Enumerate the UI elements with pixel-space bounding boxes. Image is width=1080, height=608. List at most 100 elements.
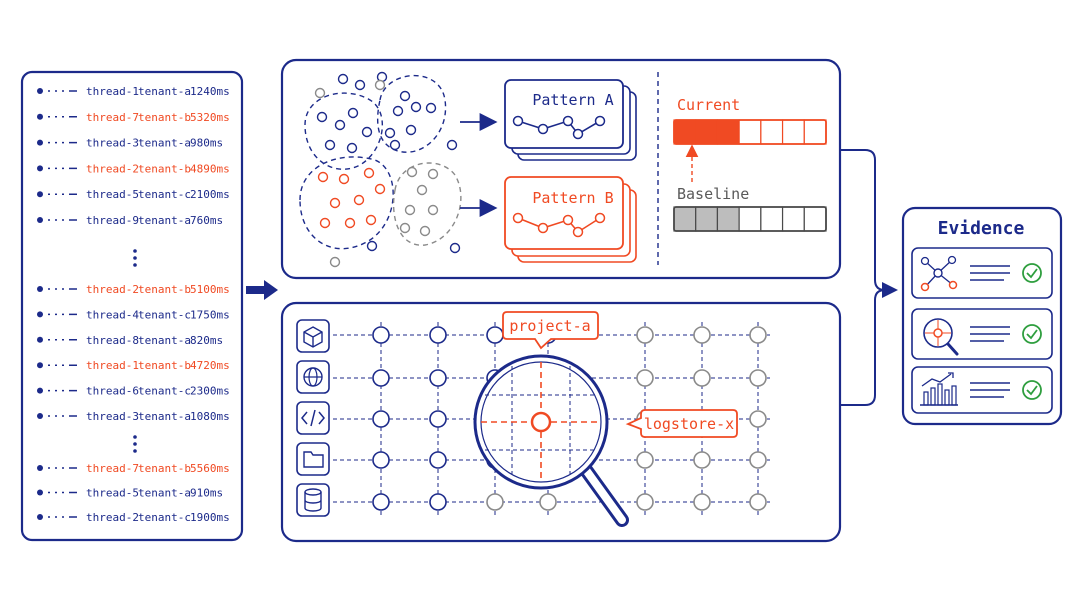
cluster-dot <box>384 127 396 139</box>
log-latency: 1750ms <box>190 308 230 321</box>
log-latency: 5560ms <box>190 462 230 475</box>
log-latency: 2100ms <box>190 188 230 201</box>
grid-node <box>486 326 504 344</box>
cluster-dot <box>427 168 439 180</box>
log-bullet <box>37 465 43 471</box>
cluster-dot <box>346 142 358 154</box>
cluster-dot <box>337 73 349 85</box>
ellipsis-2 <box>133 435 137 453</box>
log-tenant: tenant-b <box>138 111 191 124</box>
cluster-dot <box>319 217 331 229</box>
cluster-dot <box>399 222 411 234</box>
grid-node <box>372 369 390 387</box>
cluster-dot <box>353 194 365 206</box>
bar-cell <box>695 119 719 145</box>
log-latency: 820ms <box>190 334 223 347</box>
magnifier-icon <box>473 354 629 527</box>
log-tenant: tenant-b <box>138 359 191 372</box>
log-tenant: tenant-a <box>138 85 191 98</box>
folder-icon <box>296 442 330 476</box>
log-latency: 5320ms <box>190 111 230 124</box>
log-bullet <box>37 413 43 419</box>
grid-node <box>372 410 390 428</box>
cluster-dot <box>317 171 329 183</box>
bar-cell <box>803 119 827 145</box>
cluster-dot <box>399 90 411 102</box>
log-bullet <box>37 88 43 94</box>
log-bullet <box>37 113 43 120</box>
grid-node <box>429 326 447 344</box>
log-thread: thread-2 <box>86 162 139 175</box>
cluster-dot <box>374 79 386 91</box>
grid-node <box>693 326 711 344</box>
grid-node <box>693 369 711 387</box>
bar-cell <box>695 206 719 232</box>
bar-cell <box>803 206 827 232</box>
log-latency: 760ms <box>190 214 223 227</box>
log-bullet <box>37 191 43 198</box>
log-bullet <box>37 311 43 318</box>
evidence-item-3 <box>911 366 1053 414</box>
cluster-dot <box>329 256 341 268</box>
cube-icon <box>296 319 330 353</box>
evidence-item-1 <box>911 247 1053 299</box>
bar-cell <box>738 206 762 232</box>
grid-node <box>372 326 390 344</box>
log-latency: 1080ms <box>190 410 230 423</box>
project-tag: project-a <box>502 311 599 350</box>
log-bullet <box>37 165 43 172</box>
cluster-dot <box>363 167 375 179</box>
log-tenant: tenant-c <box>138 308 191 321</box>
trend-chart-icon <box>920 372 958 406</box>
grid-node <box>429 410 447 428</box>
cluster-dot <box>427 204 439 216</box>
bar-cell <box>716 206 740 232</box>
log-thread: thread-7 <box>86 111 139 124</box>
log-thread: thread-1 <box>86 359 139 372</box>
cluster-dot <box>404 204 416 216</box>
project-tag-label: project-a <box>509 317 590 335</box>
log-thread: thread-2 <box>86 283 139 296</box>
bar-cell <box>673 206 697 232</box>
cluster-dot <box>405 124 417 136</box>
grid-node <box>749 410 767 428</box>
check-icon <box>1022 324 1042 344</box>
bar-cell <box>760 119 784 145</box>
grid-node <box>749 451 767 469</box>
cluster-dot <box>329 197 341 209</box>
log-thread: thread-9 <box>86 214 139 227</box>
cluster-dot <box>419 225 431 237</box>
target-point <box>530 411 552 433</box>
pattern-a-card: Pattern A <box>504 79 637 161</box>
log-thread: thread-2 <box>86 511 139 524</box>
bar-cell <box>781 119 805 145</box>
cluster-dot <box>314 87 326 99</box>
baseline-bar <box>673 206 827 232</box>
log-bullet <box>37 387 43 394</box>
evidence-panel: Evidence <box>901 206 1063 426</box>
grid-node <box>429 451 447 469</box>
cluster-dot <box>449 242 461 254</box>
log-thread: thread-3 <box>86 410 139 423</box>
cluster-dot <box>392 105 404 117</box>
log-thread: thread-5 <box>86 188 139 201</box>
cluster-dot <box>324 139 336 151</box>
cluster-dot <box>406 166 418 178</box>
cluster-dot <box>410 101 422 113</box>
current-label: Current <box>677 96 740 114</box>
evidence-item-2 <box>911 308 1053 360</box>
log-tenant: tenant-c <box>138 385 191 398</box>
log-thread: thread-8 <box>86 334 139 347</box>
code-icon <box>296 401 330 435</box>
log-latency: 910ms <box>190 487 223 500</box>
bar-outline <box>673 119 827 145</box>
